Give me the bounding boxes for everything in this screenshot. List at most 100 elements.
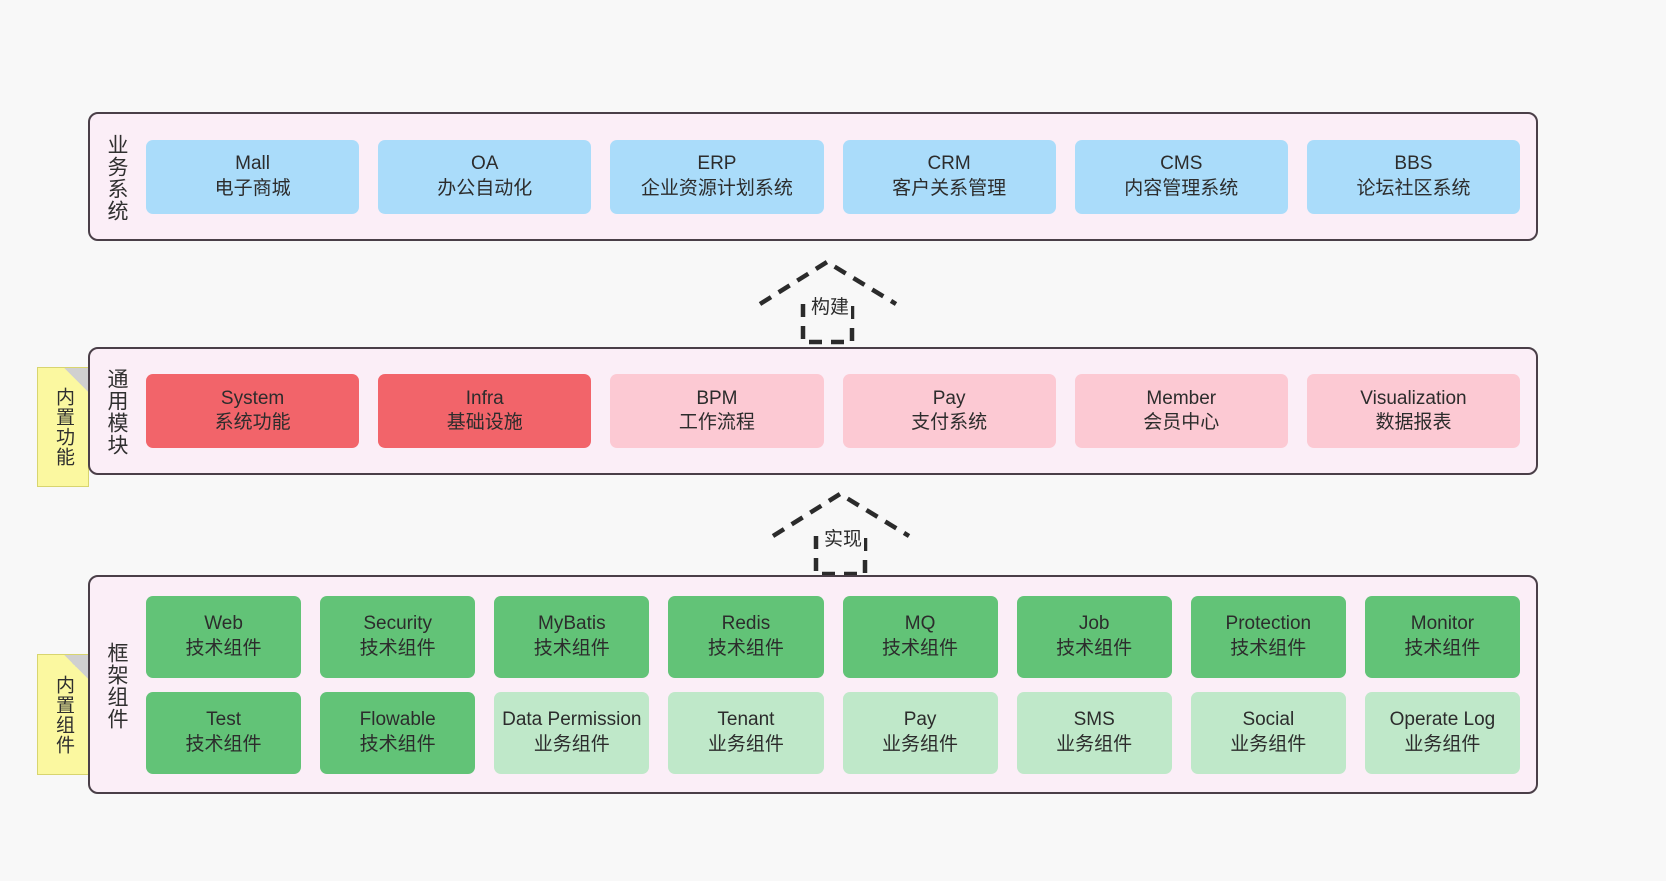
note-label: 内置功能 [53,387,75,467]
card-bpm[interactable]: BPM 工作流程 [610,374,824,448]
card-title: BPM [696,387,738,409]
card-member[interactable]: Member 会员中心 [1074,374,1288,448]
layer-framework-title: 框架组件 [104,641,128,730]
framework-card-row-biz: Test 技术组件 Flowable 技术组件 Data Permission … [146,691,1520,774]
card-title: Visualization [1360,387,1467,409]
card-subtitle: 业务组件 [533,733,610,755]
card-web[interactable]: Web 技术组件 [146,595,302,678]
layer-business-systems: 业务系统 Mall 电子商城 OA 办公自动化 ERP 企业资源计划系统 CRM… [88,112,1538,241]
card-title: Job [1078,613,1110,635]
card-title: BBS [1394,153,1433,175]
card-pay-module[interactable]: Pay 支付系统 [842,374,1056,448]
card-title: MQ [904,613,936,635]
card-title: Member [1146,387,1217,409]
card-subtitle: 业务组件 [882,733,959,755]
common-card-row: System 系统功能 Infra 基础设施 BPM 工作流程 Pay 支付系统… [146,374,1521,448]
card-visualization[interactable]: Visualization 数据报表 [1306,374,1521,448]
card-subtitle: 企业资源计划系统 [640,177,793,199]
card-infra[interactable]: Infra 基础设施 [378,374,592,448]
arrow-implement-glyph [771,491,911,577]
card-subtitle: 会员中心 [1143,412,1220,433]
card-subtitle: 技术组件 [359,637,436,659]
card-title: Data Permission [502,709,642,731]
card-test[interactable]: Test 技术组件 [146,691,302,774]
arrow-implement-label: 实现 [822,524,865,551]
card-system[interactable]: System 系统功能 [146,374,360,448]
card-title: Protection [1225,613,1312,635]
note-builtin-function: 内置功能 [37,367,89,487]
card-redis[interactable]: Redis 技术组件 [668,595,824,678]
layer-business-title: 业务系统 [104,133,128,222]
layer-common-title: 通用模块 [104,368,128,456]
card-subtitle: 基础设施 [446,412,523,433]
card-subtitle: 业务组件 [1404,733,1481,755]
card-sms[interactable]: SMS 业务组件 [1016,691,1172,774]
layer-common-modules: 通用模块 System 系统功能 Infra 基础设施 BPM 工作流程 Pay… [88,347,1538,475]
card-subtitle: 论坛社区系统 [1356,177,1471,199]
card-cms[interactable]: CMS 内容管理系统 [1074,139,1288,214]
card-mall[interactable]: Mall 电子商城 [146,139,360,214]
arrow-implement: 实现 [770,490,912,577]
card-subtitle: 技术组件 [1056,637,1133,659]
card-title: Security [363,613,432,635]
card-flowable[interactable]: Flowable 技术组件 [320,691,476,774]
card-title: CRM [927,153,971,175]
card-title: Pay [932,387,966,409]
card-security[interactable]: Security 技术组件 [320,595,476,678]
card-crm[interactable]: CRM 客户关系管理 [842,139,1056,214]
card-subtitle: 技术组件 [1230,637,1307,659]
card-subtitle: 电子商城 [214,177,291,199]
business-card-row: Mall 电子商城 OA 办公自动化 ERP 企业资源计划系统 CRM 客户关系… [146,139,1521,214]
layer-common-body: System 系统功能 Infra 基础设施 BPM 工作流程 Pay 支付系统… [142,349,1536,473]
card-title: Operate Log [1389,709,1496,731]
arrow-build-glyph [758,259,898,345]
card-subtitle: 工作流程 [678,412,755,433]
card-oa[interactable]: OA 办公自动化 [378,139,592,214]
card-subtitle: 技术组件 [882,637,959,659]
card-protection[interactable]: Protection 技术组件 [1190,595,1346,678]
card-title: Web [204,613,243,635]
card-subtitle: 技术组件 [707,637,784,659]
arrow-build: 构建 [757,258,899,345]
arrow-build-label: 构建 [809,292,852,319]
card-subtitle: 内容管理系统 [1124,177,1239,199]
card-tenant[interactable]: Tenant 业务组件 [668,691,824,774]
card-erp[interactable]: ERP 企业资源计划系统 [610,139,824,214]
card-pay-component[interactable]: Pay 业务组件 [842,691,998,774]
card-mybatis[interactable]: MyBatis 技术组件 [494,595,650,678]
card-mq[interactable]: MQ 技术组件 [842,595,998,678]
card-subtitle: 技术组件 [185,637,262,659]
card-subtitle: 办公自动化 [437,177,533,199]
card-title: Mall [235,153,270,175]
card-social[interactable]: Social 业务组件 [1190,691,1346,774]
card-subtitle: 业务组件 [1056,733,1133,755]
note-label: 内置组件 [53,674,75,755]
card-title: Test [206,709,241,731]
card-subtitle: 数据报表 [1375,412,1452,433]
layer-framework-body: Web 技术组件 Security 技术组件 MyBatis 技术组件 Redi… [142,577,1536,792]
card-subtitle: 技术组件 [359,733,436,755]
note-builtin-component: 内置组件 [37,654,89,775]
card-title: Tenant [717,709,775,731]
layer-framework-components: 框架组件 Web 技术组件 Security 技术组件 MyBatis 技术组件… [88,575,1538,794]
card-operate-log[interactable]: Operate Log 业务组件 [1364,691,1520,774]
card-monitor[interactable]: Monitor 技术组件 [1364,595,1520,678]
card-job[interactable]: Job 技术组件 [1016,595,1172,678]
framework-card-row-tech: Web 技术组件 Security 技术组件 MyBatis 技术组件 Redi… [146,595,1520,678]
card-subtitle: 技术组件 [533,637,610,659]
card-title: ERP [697,153,737,175]
card-title: OA [471,153,499,175]
card-subtitle: 业务组件 [1230,733,1307,755]
card-title: CMS [1160,153,1203,175]
card-title: Infra [465,387,504,409]
card-subtitle: 客户关系管理 [892,177,1007,199]
card-subtitle: 业务组件 [707,733,784,755]
card-data-permission[interactable]: Data Permission 业务组件 [494,691,650,774]
card-subtitle: 系统功能 [214,412,291,433]
card-subtitle: 技术组件 [1404,637,1481,659]
card-title: Social [1242,709,1295,731]
card-bbs[interactable]: BBS 论坛社区系统 [1306,139,1521,214]
card-title: SMS [1073,709,1115,731]
card-title: Flowable [359,709,436,731]
